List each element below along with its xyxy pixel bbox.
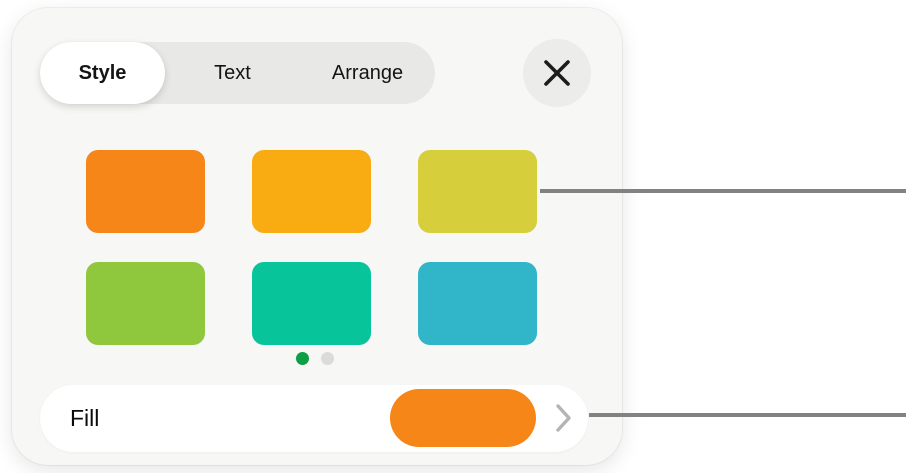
- style-swatch-emerald[interactable]: [252, 262, 371, 345]
- tab-arrange-label: Arrange: [331, 61, 404, 84]
- style-swatch-green[interactable]: [86, 262, 205, 345]
- page-dot-inactive[interactable]: [321, 352, 334, 365]
- fill-label: Fill: [70, 405, 100, 431]
- tab-text[interactable]: Text: [165, 42, 300, 104]
- close-button[interactable]: [523, 39, 591, 107]
- fill-color-swatch[interactable]: [390, 389, 536, 447]
- callout-line-swatches: [540, 189, 906, 193]
- fill-row[interactable]: Fill: [40, 385, 588, 452]
- close-icon: [544, 60, 570, 86]
- tab-style-label: Style: [78, 61, 127, 84]
- tab-text-label: Text: [214, 61, 251, 84]
- tab-style[interactable]: Style: [40, 42, 165, 104]
- style-swatch-orange[interactable]: [86, 150, 205, 233]
- style-popover-panel: Style Text Arrange Fill: [12, 8, 622, 465]
- chevron-right-icon: [556, 404, 571, 432]
- style-swatch-cyan[interactable]: [418, 262, 537, 345]
- tab-arrange[interactable]: Arrange: [300, 42, 435, 104]
- style-swatch-amber[interactable]: [252, 150, 371, 233]
- callout-line-fill: [589, 413, 906, 417]
- style-swatch-yellow-green[interactable]: [418, 150, 537, 233]
- tab-bar: Style Text Arrange: [40, 42, 435, 104]
- page-dot-active[interactable]: [296, 352, 309, 365]
